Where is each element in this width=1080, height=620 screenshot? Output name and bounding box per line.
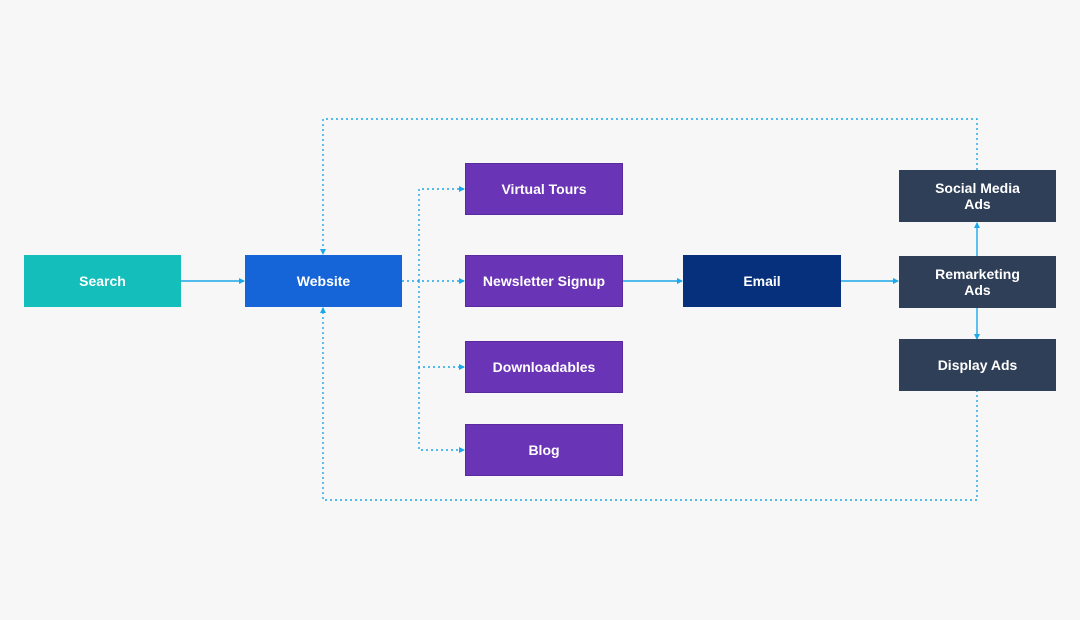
node-remarketing-ads-label: Remarketing Ads [935, 266, 1020, 298]
node-remarketing-ads: Remarketing Ads [899, 256, 1056, 308]
node-blog-label: Blog [528, 442, 560, 458]
node-search-label: Search [79, 273, 126, 289]
edge-display-website-loop [320, 307, 978, 501]
edge-website-downloadables [418, 281, 465, 370]
node-blog: Blog [465, 424, 623, 476]
node-display-ads-label: Display Ads [937, 357, 1018, 373]
node-newsletter-signup: Newsletter Signup [465, 255, 623, 307]
node-email-label: Email [743, 273, 781, 289]
node-email: Email [683, 255, 841, 307]
edge-website-virtual-tours [418, 186, 465, 281]
node-downloadables-label: Downloadables [492, 359, 596, 375]
node-website-label: Website [296, 273, 351, 289]
node-newsletter-signup-label: Newsletter Signup [482, 273, 606, 289]
node-display-ads: Display Ads [899, 339, 1056, 391]
edge-website-blog [418, 367, 465, 453]
node-social-media-ads-label: Social Media Ads [935, 180, 1020, 212]
node-virtual-tours: Virtual Tours [465, 163, 623, 215]
node-search: Search [24, 255, 181, 307]
edge-social-website-loop [320, 118, 978, 255]
node-downloadables: Downloadables [465, 341, 623, 393]
node-website: Website [245, 255, 402, 307]
node-social-media-ads: Social Media Ads [899, 170, 1056, 222]
node-virtual-tours-label: Virtual Tours [501, 181, 587, 197]
